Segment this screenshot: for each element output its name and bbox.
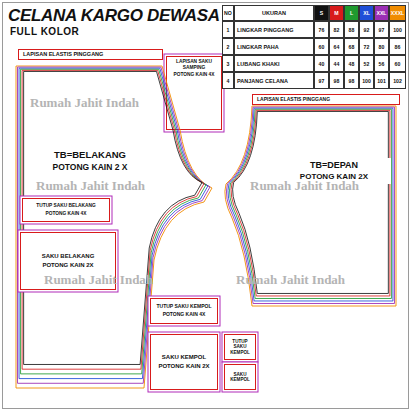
watermark: Rumah Jahit Indah — [44, 272, 153, 288]
size-line — [21, 69, 206, 374]
table-cell: 48 — [344, 55, 359, 72]
table-cell: 60 — [314, 38, 329, 55]
piece-name: TUTUP SAKU KEMPOL — [157, 304, 212, 310]
piece-name: LAPISAN ELASTIS PINGGANG — [23, 51, 103, 57]
size-line — [228, 108, 393, 301]
table-cell: 2 — [222, 38, 234, 55]
table-cell: LINGKAR PAHA — [234, 38, 314, 55]
table-cell: 56 — [374, 55, 389, 72]
table-cell: 100 — [389, 21, 406, 38]
table-cell: PANJANG CELANA — [234, 72, 314, 89]
table-cell: 76 — [314, 21, 329, 38]
size-line — [19, 68, 208, 378]
table-cell: 80 — [374, 38, 389, 55]
watermark: Rumah Jahit Indah — [236, 272, 345, 288]
cut-note: POTONG KAIN 4X — [174, 72, 215, 78]
piece-name: TUTUP SAKU BELAKANG — [36, 203, 95, 209]
pocket-piece: TUTUP SAKU KEMPOL — [224, 334, 256, 360]
table-cell: 44 — [329, 55, 344, 72]
table-cell: 68 — [344, 38, 359, 55]
table-cell: 82 — [329, 21, 344, 38]
piece-name: LAPISAN ELASTIS PINGGANG — [257, 97, 330, 103]
table-cell: 4 — [222, 72, 234, 89]
table-cell: 100 — [359, 72, 374, 89]
subtitle: FULL KOLOR — [10, 26, 79, 37]
size-line — [225, 106, 396, 306]
watermark: Rumah Jahit Indah — [30, 95, 139, 111]
table-cell: 40 — [314, 55, 329, 72]
piece-name: TUTUP SAKU KEMPOL — [227, 339, 253, 355]
table-cell: L — [344, 5, 359, 21]
cut-note: POTONG KAIN 2X — [42, 262, 93, 269]
pocket-piece: TUTUP SAKU BELAKANG POTONG KAIN 4X — [22, 198, 110, 222]
watermark: Rumah Jahit Indah — [250, 178, 359, 194]
pocket-piece: TUTUP SAKU KEMPOL POTONG KAIN 4X — [150, 298, 218, 324]
piece-name: SAKU BELAKANG — [42, 253, 95, 260]
piece-name: SAKU KEMPOL — [162, 354, 206, 361]
size-line — [233, 111, 389, 293]
pocket-piece: SAKU KEMPOL — [224, 364, 256, 390]
piece-name: SAKU KEMPOL — [227, 372, 253, 383]
table-cell: 1 — [222, 21, 234, 38]
size-line — [22, 70, 204, 369]
table-cell: 92 — [359, 21, 374, 38]
table-cell: LINGKAR PINGGANG — [234, 21, 314, 38]
table-cell: 97 — [374, 21, 389, 38]
sheet-title: CELANA KARGO DEWASA — [8, 6, 220, 26]
size-line — [226, 107, 394, 303]
table-cell: 86 — [389, 38, 406, 55]
table-cell: 101 — [374, 72, 389, 89]
cut-note: POTONG KAIN 2 X — [30, 163, 150, 173]
table-cell: 98 — [329, 72, 344, 89]
waistband-strip: LAPISAN ELASTIS PINGGANG — [252, 94, 400, 105]
piece-name: LAPISAN SAKU SAMPING — [169, 59, 219, 70]
table-cell: M — [329, 5, 344, 21]
table-cell: 52 — [359, 55, 374, 72]
waistband-strip: LAPISAN ELASTIS PINGGANG — [18, 49, 163, 60]
table-cell: UKURAN — [234, 5, 314, 21]
table-cell: 102 — [389, 72, 406, 89]
table-cell: 72 — [359, 38, 374, 55]
table-cell: NO — [222, 5, 234, 21]
table-cell: 60 — [389, 55, 406, 72]
table-cell: S — [314, 5, 329, 21]
piece-name: TB=DEPAN — [279, 160, 389, 170]
table-cell: 97 — [314, 72, 329, 89]
table-cell: 3 — [222, 55, 234, 72]
table-cell: 98 — [344, 72, 359, 89]
size-line — [230, 109, 392, 298]
pocket-piece: SAKU KEMPOL POTONG KAIN 2X — [150, 334, 218, 390]
piece-text: TB=BELAKANG POTONG KAIN 2 X — [28, 148, 152, 175]
table-cell: 88 — [344, 21, 359, 38]
cut-note: POTONG KAIN 4X — [163, 312, 206, 318]
table-cell: XL — [359, 5, 374, 21]
table-cell: LUBANG KHAKI — [234, 55, 314, 72]
watermark: Rumah Jahit Indah — [36, 178, 145, 194]
table-cell: XXXL — [389, 5, 406, 21]
table-cell: 64 — [329, 38, 344, 55]
size-line — [231, 110, 390, 296]
cut-note: POTONG KAIN 2X — [158, 363, 209, 370]
piece-name: TB=BELAKANG — [30, 150, 150, 161]
table-cell: XXL — [374, 5, 389, 21]
cut-note: POTONG KAIN 4X — [46, 211, 87, 217]
